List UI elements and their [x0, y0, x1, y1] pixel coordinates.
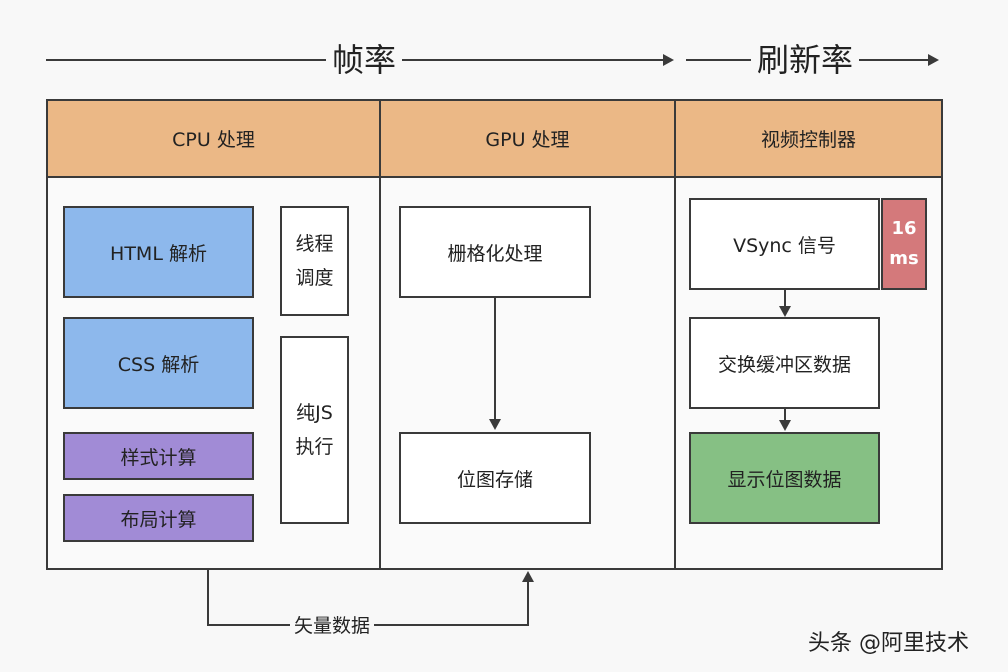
swap-to-display-arrowhead	[779, 420, 791, 431]
refresh-rate-arrowhead	[928, 54, 939, 66]
style-calc-box: 样式计算	[63, 432, 254, 480]
swap-buffer-box: 交换缓冲区数据	[689, 317, 880, 409]
js-execution-line1: 纯JS	[296, 402, 333, 424]
ms-value: 16	[891, 218, 917, 239]
swap-buffer-label: 交换缓冲区数据	[717, 353, 851, 376]
frame-rate-arrowhead	[663, 54, 674, 66]
vector-data-left-line	[207, 570, 209, 626]
column-divider-1	[379, 99, 381, 570]
cpu-header: CPU 处理	[172, 129, 255, 151]
rasterize-label: 栅格化处理	[447, 242, 543, 265]
vsync-label: VSync 信号	[733, 234, 836, 257]
gpu-header: GPU 处理	[485, 129, 570, 151]
swap-to-display-line	[784, 409, 786, 421]
vsync-box: VSync 信号	[689, 198, 880, 290]
style-calc-label: 样式计算	[120, 446, 197, 469]
html-parse-box: HTML 解析	[63, 206, 254, 298]
ms-unit: ms	[889, 248, 919, 269]
layout-calc-box: 布局计算	[63, 494, 254, 542]
bitmap-storage-label: 位图存储	[456, 468, 533, 491]
js-execution-line2: 执行	[295, 436, 334, 458]
thread-scheduling-line1: 线程	[295, 233, 334, 255]
display-bitmap-box: 显示位图数据	[689, 432, 880, 524]
watermark: 头条 @阿里技术	[808, 631, 969, 656]
column-divider-2	[674, 99, 676, 570]
vsync-to-swap-arrowhead	[779, 306, 791, 317]
thread-scheduling-line2: 调度	[295, 267, 334, 289]
css-parse-box: CSS 解析	[63, 317, 254, 409]
frame-rate-label: 帧率	[326, 40, 403, 80]
ms-badge: 16 ms	[881, 198, 927, 290]
raster-to-bitmap-line	[494, 298, 496, 419]
video-controller-header: 视频控制器	[760, 129, 856, 151]
vector-data-label: 矢量数据	[290, 611, 375, 638]
layout-calc-label: 布局计算	[120, 508, 197, 531]
display-bitmap-label: 显示位图数据	[727, 468, 842, 491]
css-parse-label: CSS 解析	[117, 353, 200, 376]
refresh-rate-label: 刷新率	[751, 40, 860, 80]
rasterize-box: 栅格化处理	[399, 206, 591, 298]
vector-data-right-line	[527, 582, 529, 626]
vector-data-arrowhead	[522, 571, 534, 582]
bitmap-storage-box: 位图存储	[399, 432, 591, 524]
raster-to-bitmap-arrowhead	[489, 419, 501, 430]
thread-scheduling-box: 线程 调度	[280, 206, 349, 316]
header-row	[46, 99, 943, 178]
js-execution-box: 纯JS 执行	[280, 336, 349, 524]
vsync-to-swap-line	[784, 290, 786, 307]
html-parse-label: HTML 解析	[110, 242, 207, 265]
